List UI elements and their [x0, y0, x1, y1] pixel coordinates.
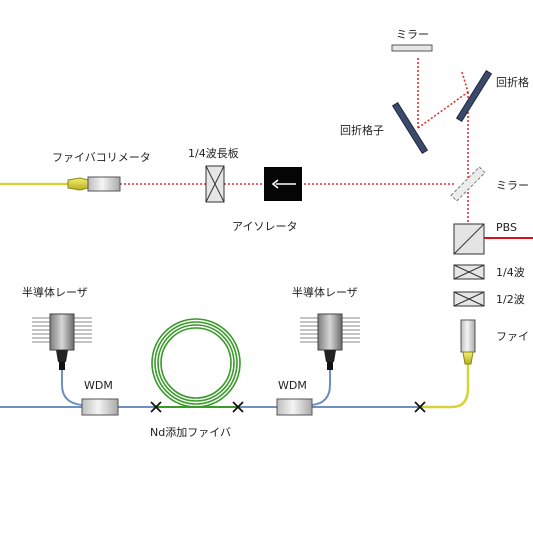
mirror-top: [391, 44, 433, 52]
fiber-yellow-right: [420, 362, 470, 409]
label-fiber-collimator-top: ファイバコリメータ: [52, 151, 151, 164]
wdm-left: [81, 398, 119, 416]
label-laser-right: 半導体レーザ: [292, 285, 358, 299]
laser-diode-left: [32, 313, 92, 370]
label-quarter-wave-right: 1/4波: [496, 266, 525, 279]
label-half-wave-right: 1/2波: [496, 293, 525, 306]
grating-right: [455, 69, 493, 123]
label-nd-fiber: Nd添加ファイバ: [150, 425, 231, 439]
label-pbs: PBS: [496, 221, 517, 234]
laser-diode-right: [300, 313, 360, 370]
pbs-cube: [453, 223, 485, 255]
label-fiber-right: ファイ: [496, 330, 529, 343]
splice-marks: [150, 401, 426, 413]
fiber-collimator-top: [67, 176, 121, 192]
quarter-wave-plate-right: [453, 264, 485, 280]
label-quarter-wave-top: 1/4波長板: [188, 146, 239, 160]
nd-fiber-coil: [151, 318, 241, 408]
label-wdm-left: WDM: [84, 379, 113, 392]
fiber-laser-right: [311, 370, 331, 406]
label-wdm-right: WDM: [278, 379, 307, 392]
label-grating-left: 回折格子: [340, 123, 384, 137]
label-grating-right: 回折格: [496, 75, 529, 89]
quarter-wave-plate-top: [205, 165, 225, 203]
wdm-right: [276, 398, 313, 416]
label-mirror-right: ミラー: [496, 179, 529, 192]
fiber-collimator-right: [460, 319, 476, 365]
grating-left: [391, 101, 429, 155]
fiber-lines: [0, 182, 470, 409]
mirror-right: [450, 166, 486, 202]
laser-beam-path: [120, 58, 469, 222]
label-laser-left: 半導体レーザ: [22, 285, 88, 299]
half-wave-plate-right: [453, 291, 485, 307]
label-isolator: アイソレータ: [232, 220, 297, 233]
label-mirror-top: ミラー: [396, 28, 429, 41]
fiber-laser-left: [61, 370, 83, 406]
isolator: [264, 167, 302, 201]
